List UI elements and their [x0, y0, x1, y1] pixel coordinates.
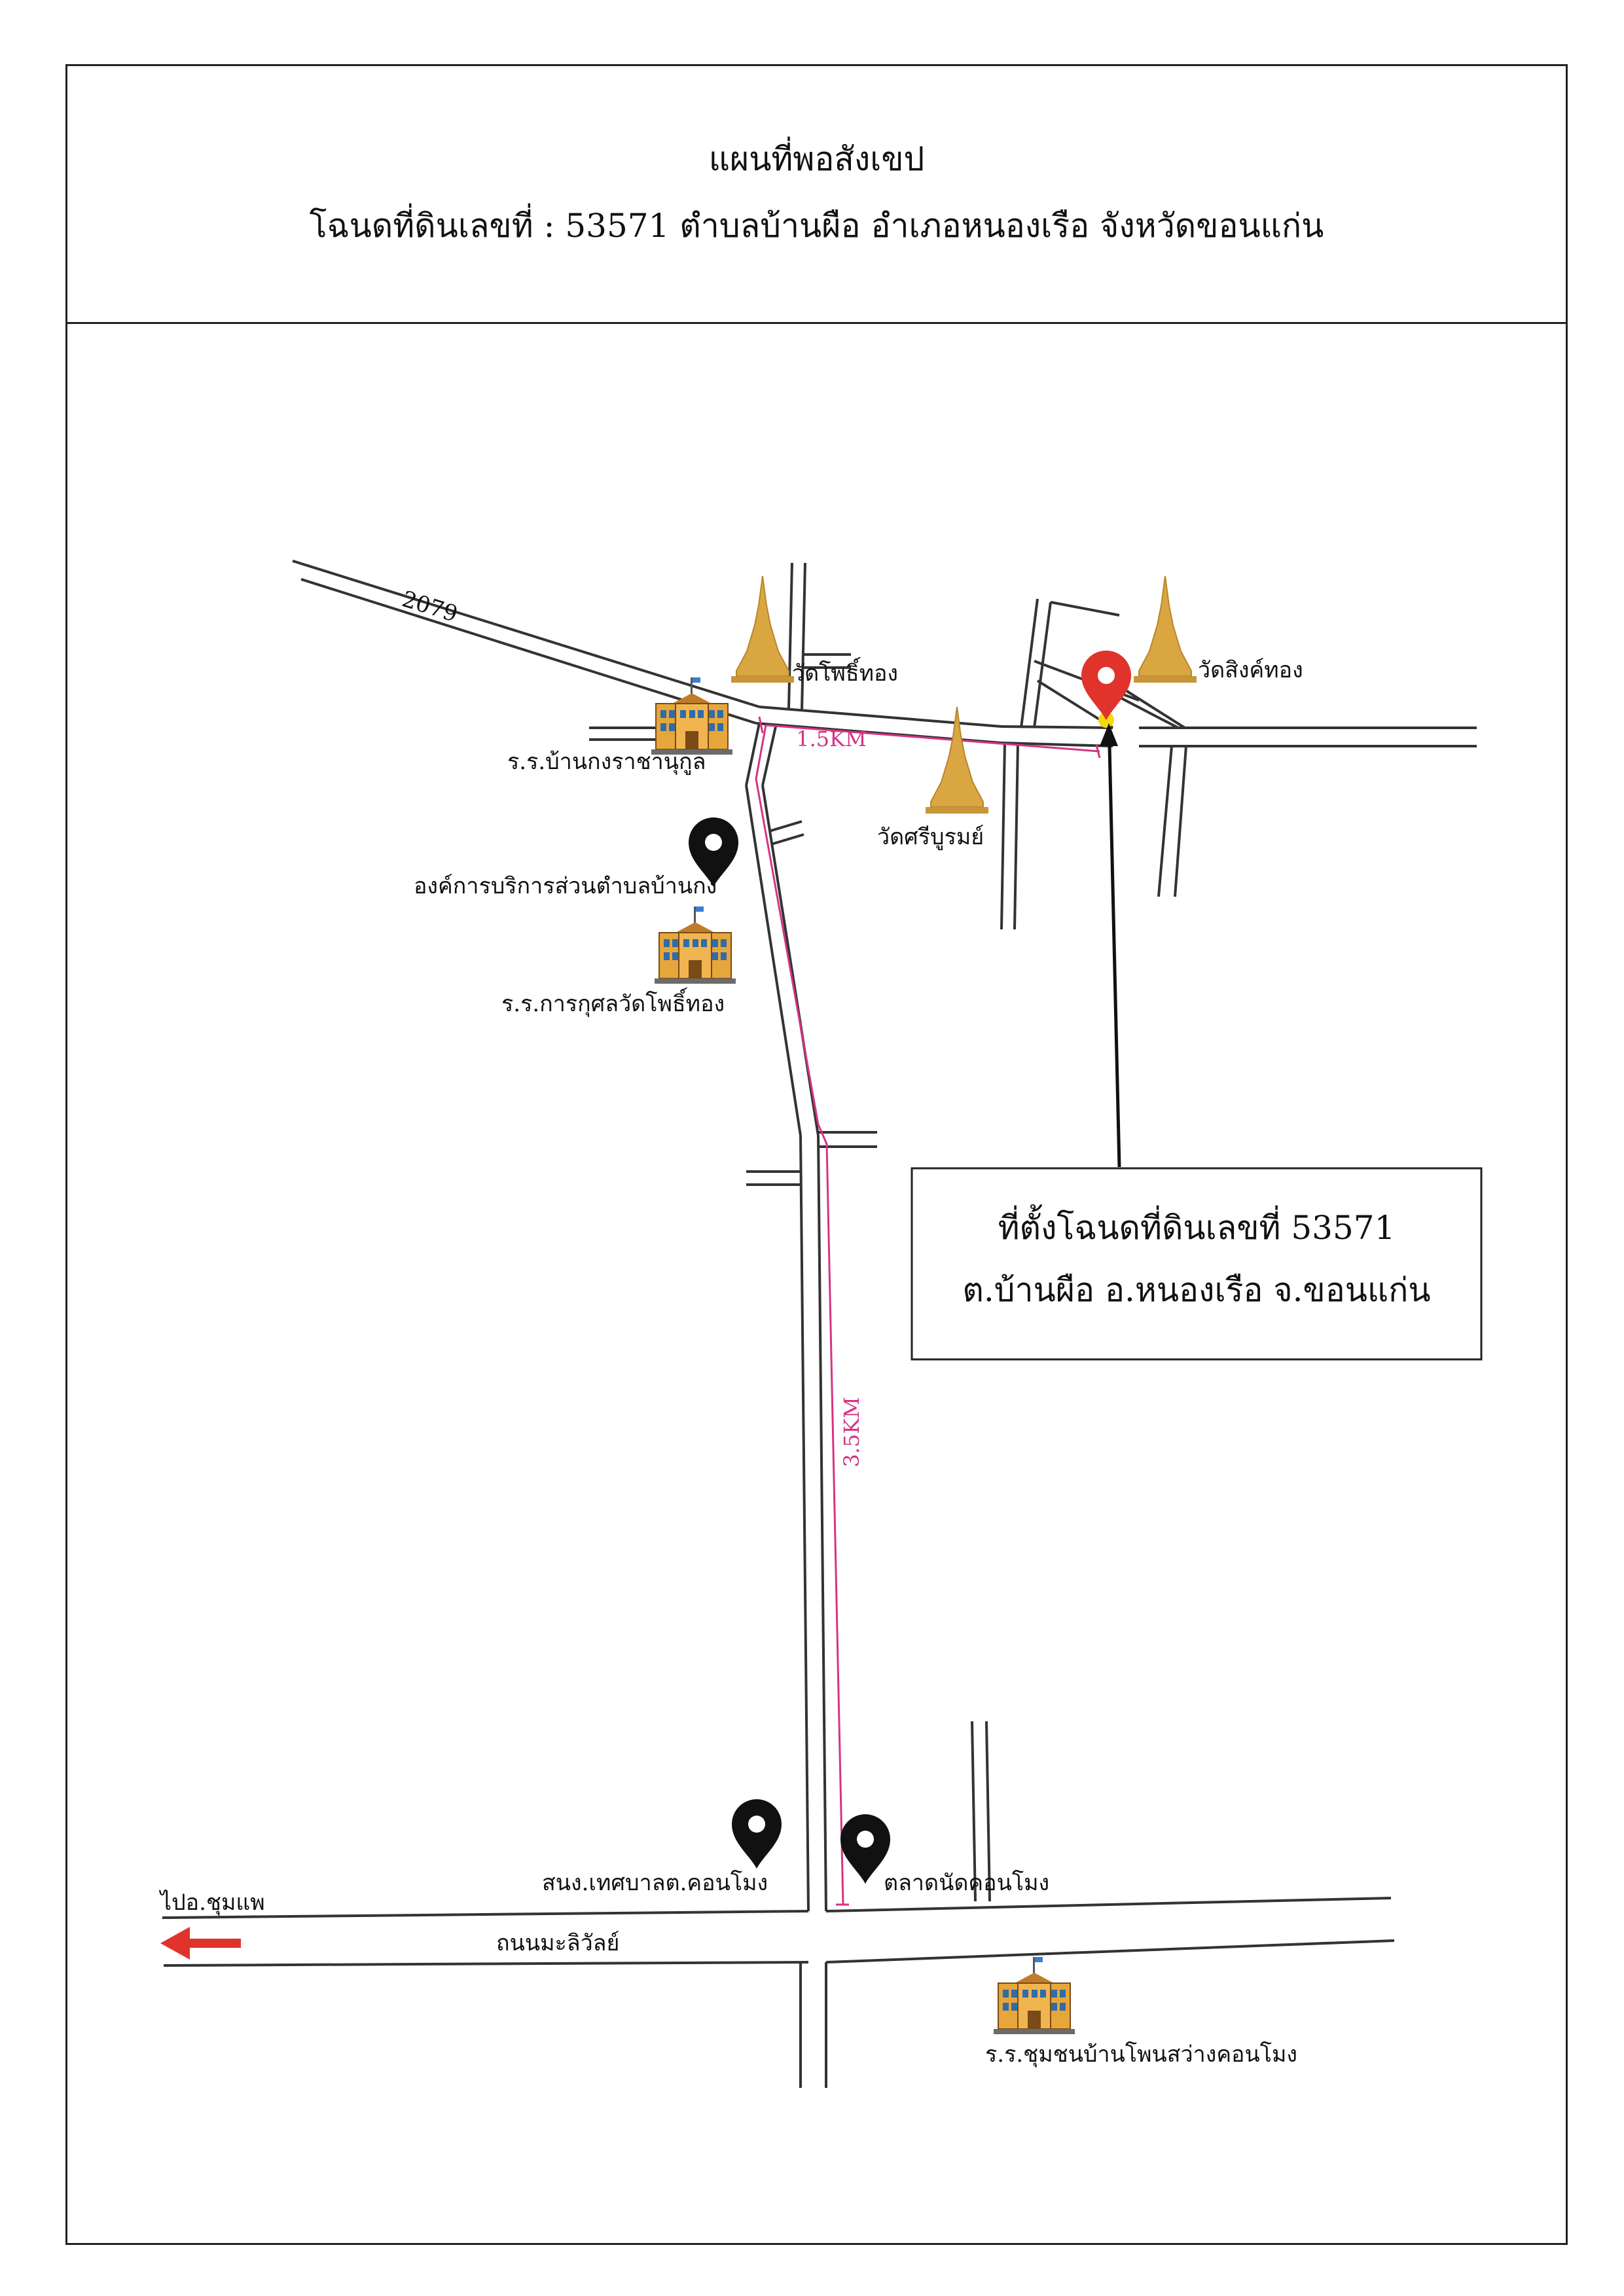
page-subtitle: โฉนดที่ดินเลขที่ : 53571 ตำบลบ้านผือ อำเ…: [309, 207, 1324, 245]
school-ban-kong-label: ร.ร.บ้านกงราชานุกูล: [507, 749, 706, 775]
market-label: ตลาดนัดคอนโมง: [884, 1870, 1049, 1896]
page-title: แผนที่พอสังเขป: [708, 140, 925, 178]
direction-label: ไปอ.ชุมแพ: [158, 1890, 265, 1916]
municipal-office-label: สนง.เทศบาลต.คอนโมง: [542, 1870, 768, 1896]
callout-line-1: ที่ตั้งโฉนดที่ดินเลขที่ 53571: [998, 1204, 1396, 1247]
school-icon: [654, 906, 736, 984]
target-location-pin-icon: [1081, 651, 1131, 728]
school-icon: [993, 1956, 1075, 2035]
wat-pho-thong-label: วัดโพธิ์ทอง: [792, 656, 898, 687]
road-name-label: ถนนมะลิวัลย์: [496, 1930, 619, 1956]
roads: [162, 560, 1477, 2088]
location-pin-icon: [840, 1814, 890, 1884]
school-community-label: ร.ร.ชุมชนบ้านโพนสว่างคอนโมง: [985, 2041, 1297, 2068]
school-wat-pho-thong-label: ร.ร.การกุศลวัดโพธิ์ทอง: [501, 987, 725, 1017]
temple-icon: [1133, 575, 1197, 683]
sao-ban-kong-label: องค์การบริการส่วนตำบลบ้านกง: [414, 873, 717, 899]
wat-sri-boorom-label: วัดศรีบูรมย์: [877, 824, 984, 850]
school-icon: [651, 677, 733, 755]
distance-top-label: 1.5KM: [796, 726, 867, 751]
temple-icon: [925, 706, 989, 814]
location-pin-icon: [732, 1799, 782, 1869]
direction-arrow-icon: [160, 1927, 241, 1960]
distance-vertical-label: 3.5KM: [839, 1397, 864, 1467]
temple-icon: [731, 575, 795, 683]
callout-arrow: [1100, 723, 1121, 1168]
header: แผนที่พอสังเขป โฉนดที่ดินเลขที่ : 53571 …: [67, 66, 1566, 324]
route-line: 1.5KM 3.5KM: [755, 716, 1101, 1906]
wat-sing-thong-label: วัดสิงค์ทอง: [1198, 657, 1303, 683]
callout-line-2: ต.บ้านผือ อ.หนองเรือ จ.ขอนแก่น: [962, 1271, 1430, 1309]
map-frame: แผนที่พอสังเขป โฉนดที่ดินเลขที่ : 53571 …: [65, 64, 1568, 2245]
road-number-label: 2079: [399, 586, 460, 628]
callout-box: ที่ตั้งโฉนดที่ดินเลขที่ 53571 ต.บ้านผือ …: [911, 1167, 1483, 1361]
